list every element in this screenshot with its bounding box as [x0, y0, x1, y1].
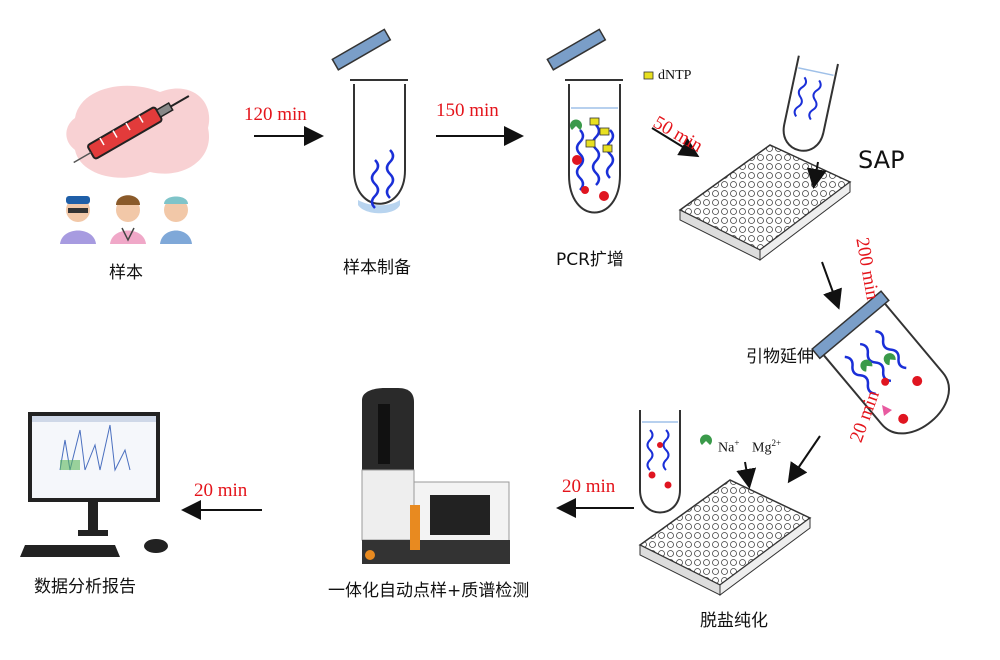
- sap-label: SAP: [858, 146, 905, 174]
- time-6: 20 min: [562, 476, 616, 497]
- label-spotting-ms: 一体化自动点样+质谱检测: [328, 581, 530, 601]
- sap-tube: [782, 55, 839, 152]
- desalt-tube: [639, 410, 681, 514]
- mg-ion-label: Mg2+: [752, 438, 782, 456]
- time-2: 150 min: [436, 100, 499, 121]
- tube-cap-icon: [331, 28, 392, 71]
- mass-spectrometer: [361, 388, 510, 564]
- label-report: 数据分析报告: [34, 577, 136, 597]
- arrow-3: [651, 127, 700, 158]
- nurse-avatar: [160, 196, 192, 244]
- na-ion-label: Na+: [718, 438, 740, 456]
- dntp-swatch: [643, 71, 654, 80]
- label-extension: 引物延伸: [746, 347, 814, 367]
- label-sample-prep: 样本制备: [343, 258, 411, 278]
- enzyme-legend-icon: [700, 434, 712, 445]
- plate-2: [638, 479, 812, 596]
- plate-1: [678, 144, 852, 262]
- arrow-4: [821, 261, 842, 310]
- syringe-icon: [73, 95, 190, 164]
- dntp-label: dNTP: [658, 68, 692, 83]
- patient-avatar: [60, 196, 96, 244]
- label-desalt: 脱盐纯化: [700, 611, 768, 631]
- time-7: 20 min: [194, 480, 248, 501]
- label-pcr: PCR扩增: [556, 250, 624, 270]
- computer: [20, 412, 168, 557]
- pink-marker: [882, 405, 892, 416]
- tube-cap-icon-2: [546, 28, 607, 71]
- pcr-tube: [546, 28, 654, 214]
- time-1: 120 min: [244, 104, 307, 125]
- label-sample: 样本: [109, 263, 143, 283]
- arrow-5: [787, 435, 821, 484]
- sample-illustration: [60, 85, 210, 244]
- extension-tube: [811, 290, 950, 435]
- doctor-avatar: [110, 195, 146, 244]
- prep-tube: [331, 28, 408, 214]
